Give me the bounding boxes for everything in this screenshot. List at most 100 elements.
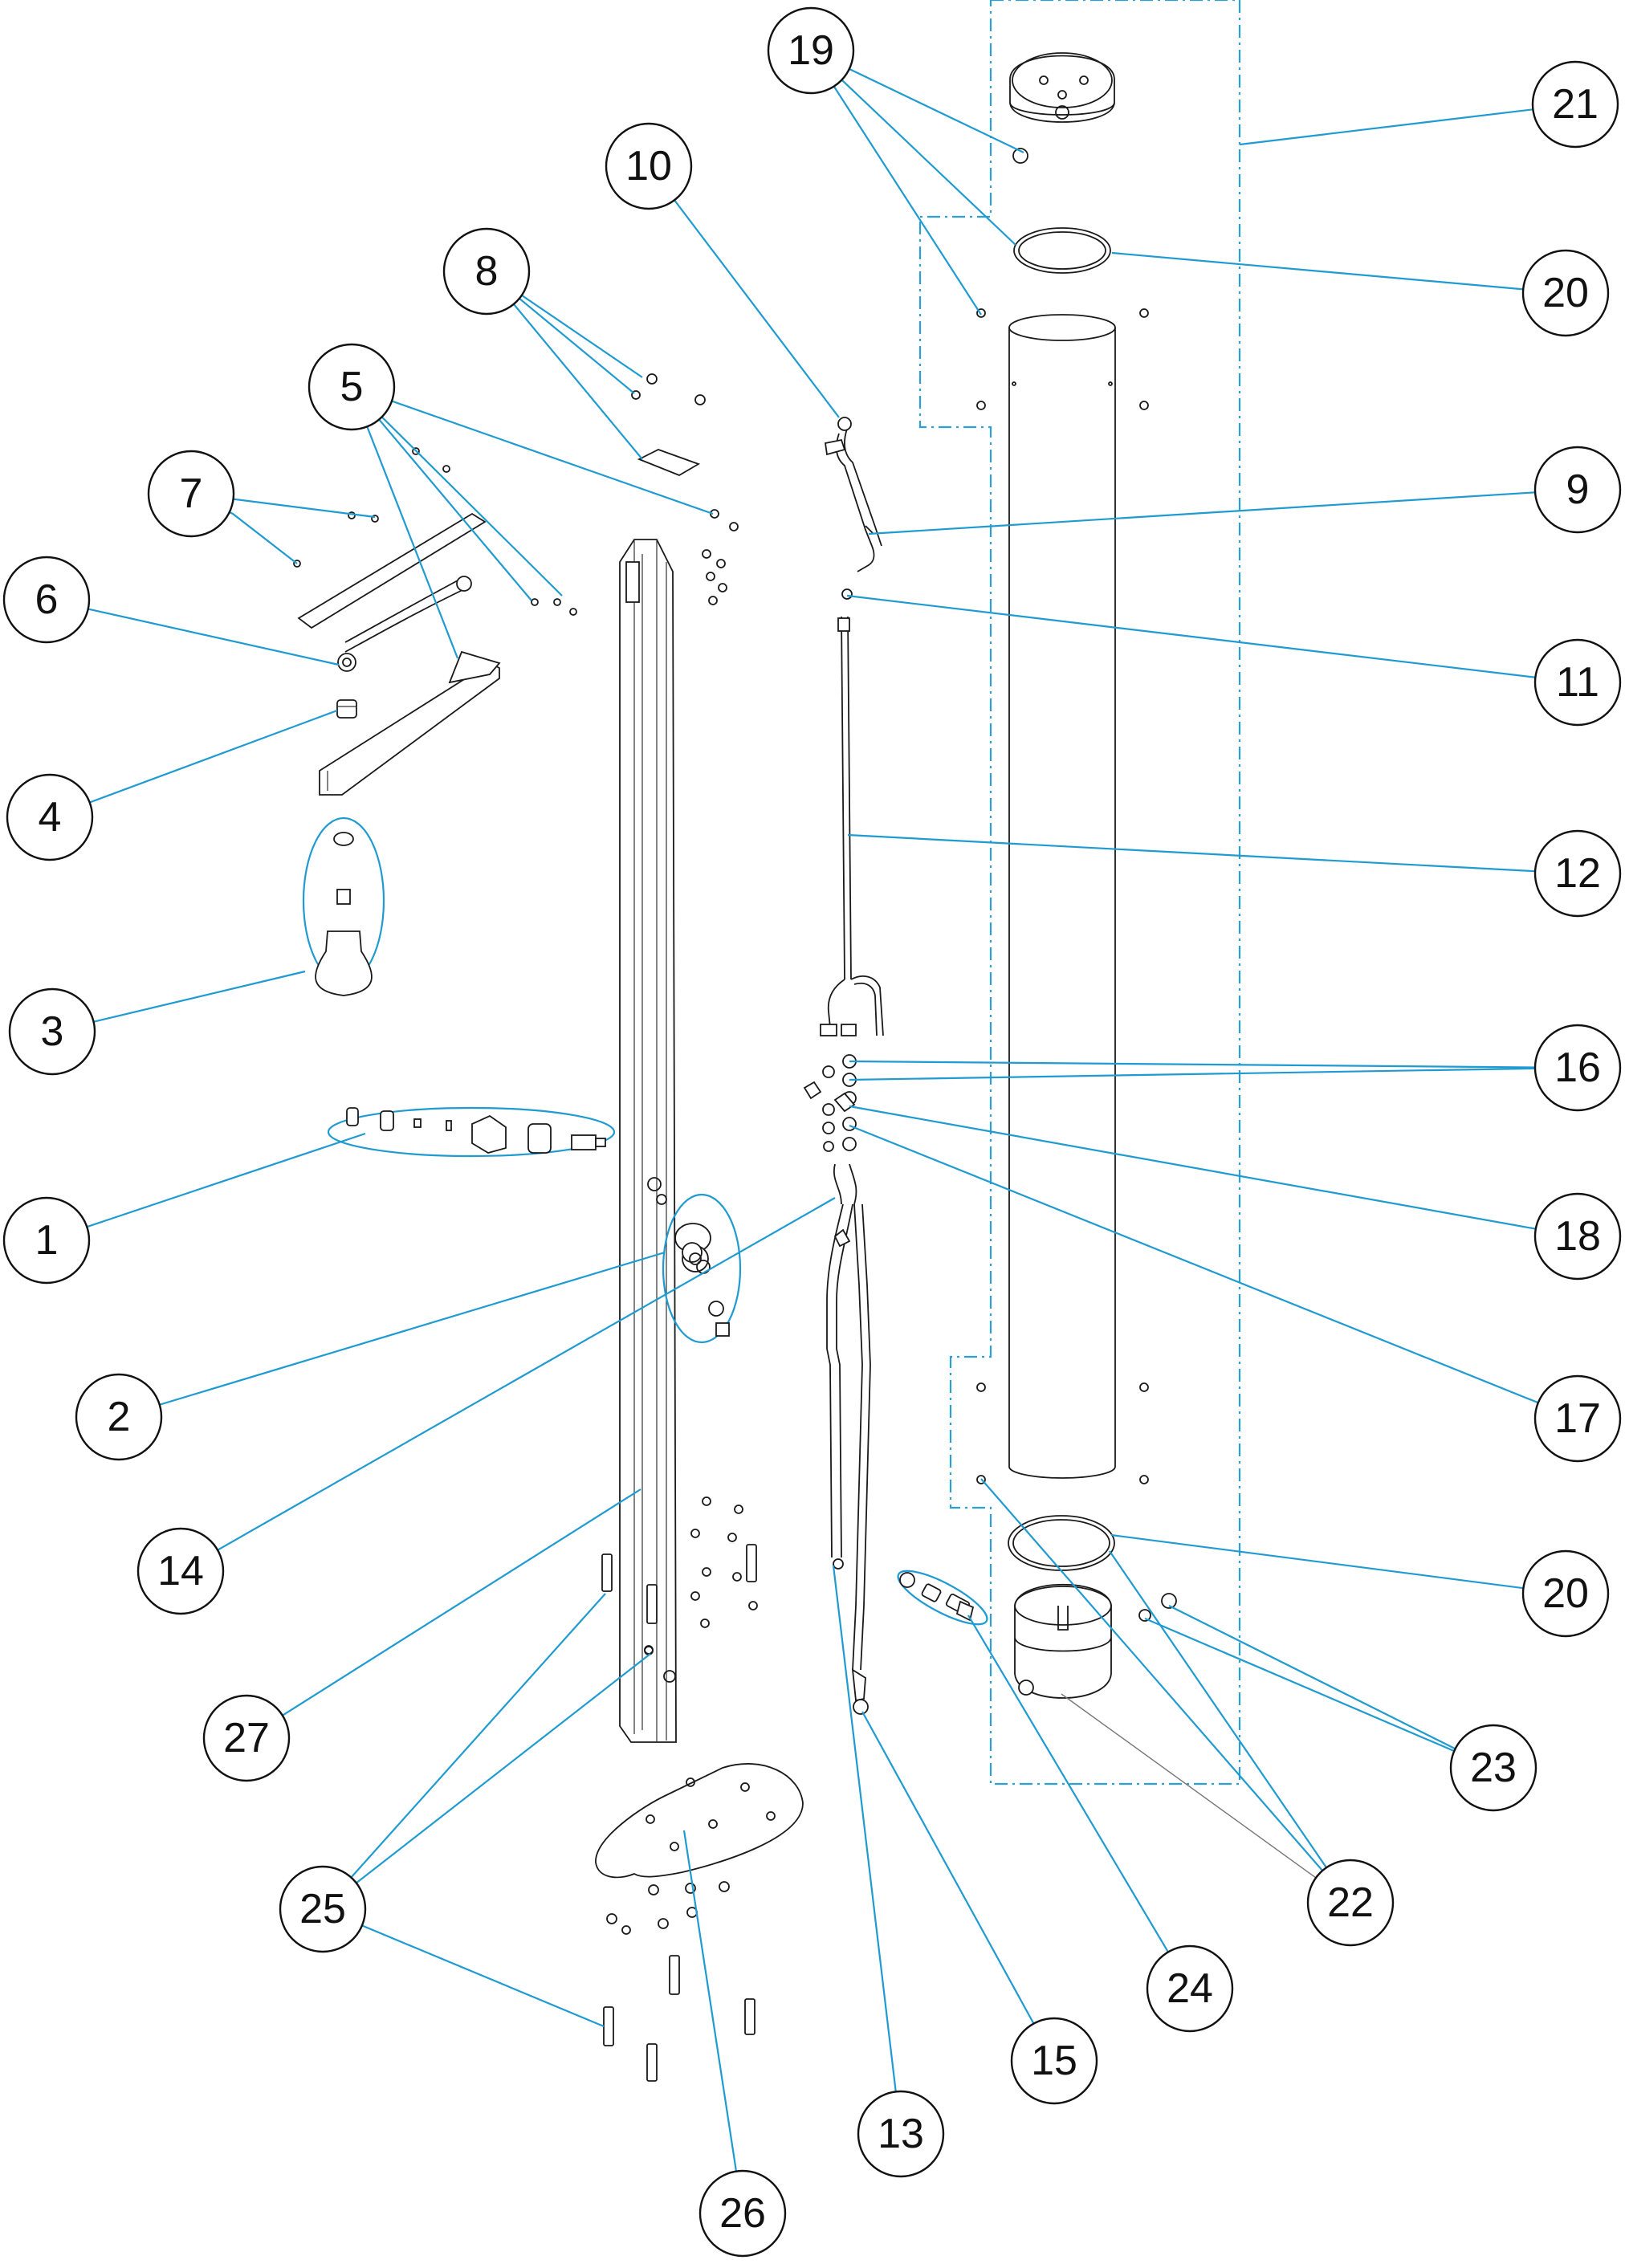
callout-circle [1306, 1859, 1395, 1947]
valve-parts-group [327, 1106, 616, 1158]
callout-circle [307, 343, 396, 431]
callout-number: 14 [157, 1548, 204, 1594]
callout-circle [6, 773, 94, 861]
callout-5: 5 [307, 343, 396, 431]
callout-number: 8 [475, 248, 499, 295]
callout-circle [202, 1694, 291, 1782]
callout-circle [442, 227, 531, 316]
callout-number: 18 [1554, 1213, 1601, 1260]
callout-number: 25 [299, 1886, 346, 1932]
callout-1: 1 [2, 1196, 91, 1285]
callout-number: 20 [1542, 270, 1589, 316]
shower-arm-bracket [293, 447, 577, 796]
column-profile [619, 539, 677, 1743]
connector-group [897, 1570, 988, 1626]
callout-21: 21 [1531, 60, 1619, 149]
callout-circle [2, 556, 91, 644]
callout-2: 2 [75, 1373, 163, 1461]
callout-number: 16 [1554, 1044, 1601, 1091]
callout-number: 17 [1554, 1395, 1601, 1442]
callout-number: 21 [1552, 81, 1599, 128]
callout-number: 10 [625, 143, 672, 189]
top-cap [1009, 52, 1115, 274]
callout-number: 22 [1327, 1879, 1374, 1926]
callout-circle [1449, 1724, 1537, 1812]
callout-number: 7 [180, 470, 203, 517]
tube-cover [976, 308, 1149, 1484]
callout-circle [1533, 638, 1622, 727]
callout-6: 6 [2, 556, 91, 644]
callout-26: 26 [698, 2169, 787, 2258]
callout-bubbles: 1234567891011121314151617181920202122232… [2, 6, 1622, 2258]
callout-number: 3 [41, 1008, 64, 1055]
callout-number: 26 [719, 2190, 766, 2237]
callout-10: 10 [605, 122, 693, 210]
callout-circle [857, 2090, 945, 2178]
callout-number: 6 [35, 576, 59, 623]
callout-number: 19 [788, 27, 834, 74]
callout-22: 22 [1306, 1859, 1395, 1947]
callout-number: 12 [1554, 850, 1601, 897]
callout-circle [1533, 1374, 1622, 1463]
callout-number: 2 [108, 1394, 131, 1440]
callout-25: 25 [279, 1865, 367, 1953]
column-top-fasteners [702, 549, 727, 605]
callout-circle [1531, 60, 1619, 149]
callout-3: 3 [8, 987, 96, 1076]
callout-circle [147, 450, 235, 538]
callout-number: 1 [35, 1217, 59, 1264]
mixer-valve-group [656, 1193, 742, 1344]
callout-7: 7 [147, 450, 235, 538]
callout-number: 9 [1566, 466, 1590, 513]
callout-circle [2, 1196, 91, 1285]
callout-circle [136, 1527, 225, 1615]
callout-number: 27 [223, 1715, 270, 1761]
callout-circle [1533, 1192, 1622, 1281]
callout-number: 13 [878, 2111, 924, 2157]
callout-circle [1010, 2017, 1098, 2105]
callout-15: 15 [1010, 2017, 1098, 2105]
callout-9: 9 [1533, 446, 1622, 534]
callout-circle [1521, 1549, 1610, 1638]
callout-circle [1533, 1024, 1622, 1112]
callout-13: 13 [857, 2090, 945, 2178]
callout-circle [1533, 829, 1622, 918]
callout-23: 23 [1449, 1724, 1537, 1812]
top-plate [631, 373, 739, 531]
callout-number: 24 [1167, 1965, 1213, 2012]
callout-circle [279, 1865, 367, 1953]
callout-circle [767, 6, 855, 95]
callout-number: 15 [1031, 2038, 1077, 2084]
group-boundaries [918, 0, 1241, 1785]
base-housing [1008, 1515, 1177, 1699]
callout-number: 11 [1556, 659, 1599, 706]
callout-8: 8 [442, 227, 531, 316]
callout-number: 23 [1470, 1745, 1517, 1791]
base-plate-and-fasteners [595, 1496, 804, 2082]
callout-circle [75, 1373, 163, 1461]
callout-14: 14 [136, 1527, 225, 1615]
callout-number: 5 [340, 364, 364, 410]
callout-18: 18 [1533, 1192, 1622, 1281]
callout-19: 19 [767, 6, 855, 95]
callout-12: 12 [1533, 829, 1622, 918]
callout-number: 20 [1542, 1570, 1589, 1617]
callout-16: 16 [1533, 1024, 1622, 1112]
callout-20: 20 [1521, 1549, 1610, 1638]
callout-11: 11 [1533, 638, 1622, 727]
callout-circle [1146, 1944, 1234, 2033]
callout-number: 4 [39, 794, 62, 841]
callout-27: 27 [202, 1694, 291, 1782]
callout-24: 24 [1146, 1944, 1234, 2033]
callout-circle [605, 122, 693, 210]
callout-4: 4 [6, 773, 94, 861]
callout-17: 17 [1533, 1374, 1622, 1463]
callout-circle [698, 2169, 787, 2258]
callout-circle [1533, 446, 1622, 534]
pipe-assembly [803, 417, 884, 1715]
callout-20: 20 [1521, 249, 1610, 337]
callout-circle [1521, 249, 1610, 337]
shower-head-group [302, 816, 385, 996]
